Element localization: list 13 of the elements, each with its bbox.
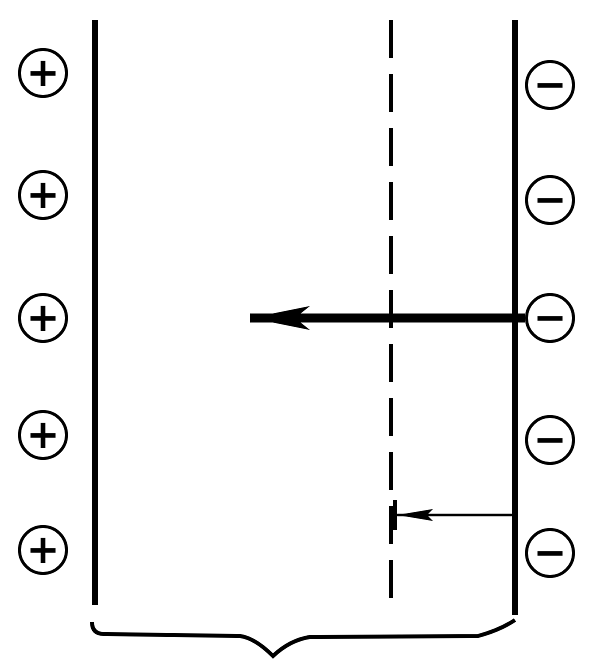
charge-circle: − [525, 528, 575, 578]
charge-circle: + [18, 410, 68, 460]
plate-bar [92, 20, 98, 605]
charge-circle: − [525, 293, 575, 343]
charge-circle: − [525, 175, 575, 225]
arrow [250, 306, 525, 330]
charge-circle: − [525, 60, 575, 110]
charge-circle: + [18, 170, 68, 220]
charge-circle: + [18, 293, 68, 343]
charge-circle: − [525, 415, 575, 465]
charge-circle: + [18, 525, 68, 575]
charge-circle: + [18, 48, 68, 98]
plate-bar [512, 20, 518, 615]
